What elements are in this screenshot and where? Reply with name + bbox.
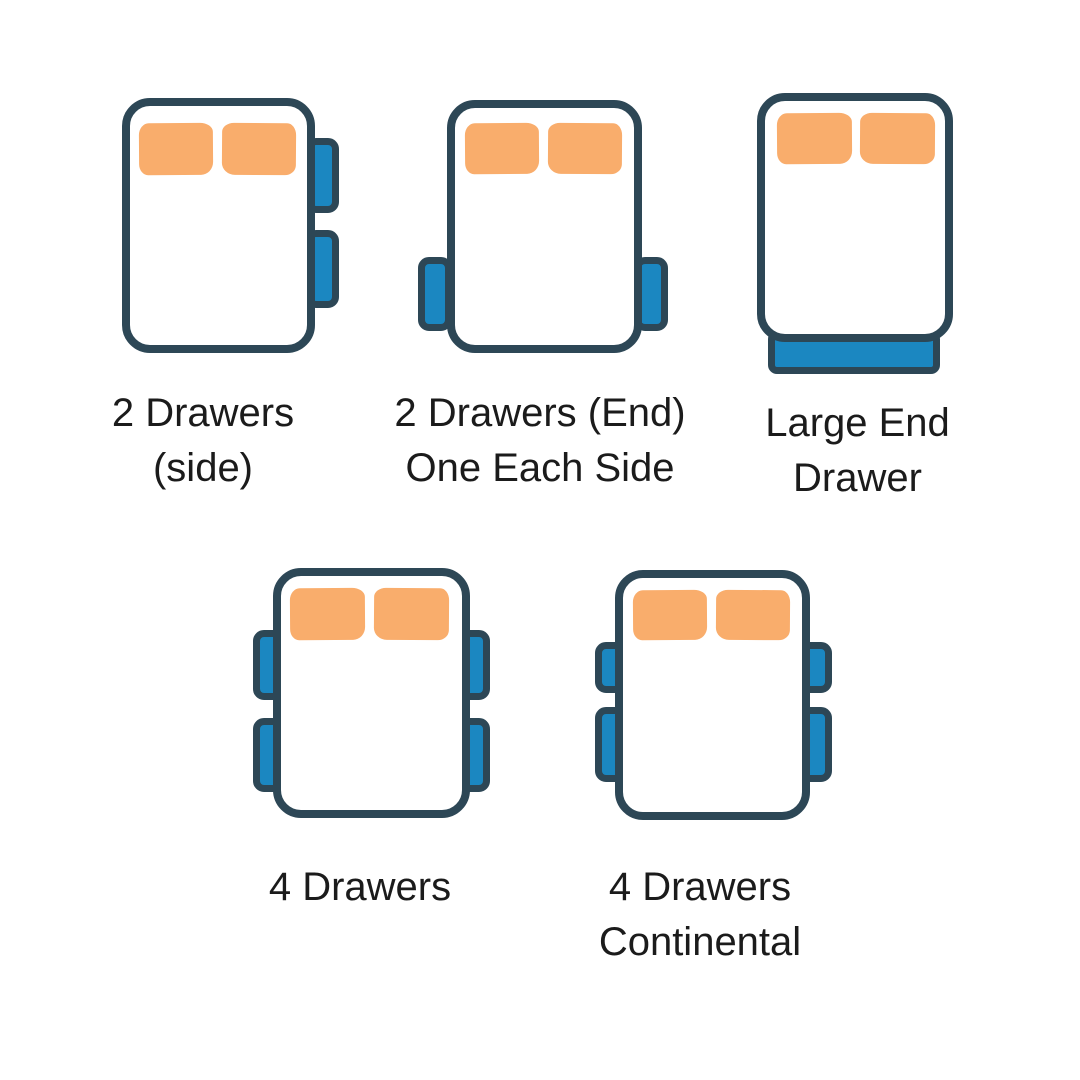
bed-top-view — [615, 570, 810, 820]
label-line: 4 Drawers — [608, 865, 792, 909]
pillow-right — [715, 589, 791, 641]
label-line: Continental — [598, 920, 802, 964]
figure-label: Large End Drawer — [735, 396, 980, 506]
label-line: Drawer — [793, 456, 922, 500]
figure-label: 2 Drawers (End) One Each Side — [380, 386, 700, 496]
pillow-left — [464, 122, 540, 175]
pillow-right — [547, 122, 623, 175]
pillow-left — [138, 122, 214, 176]
figure-label: 4 Drawers Continental — [545, 860, 855, 970]
label-line: (side) — [152, 446, 254, 490]
bed-top-view — [273, 568, 470, 818]
bed-top-view — [447, 100, 642, 353]
pillow-left — [632, 589, 708, 641]
figure-label: 2 Drawers (side) — [58, 386, 348, 496]
label-line: One Each Side — [405, 446, 675, 490]
label-line: 2 Drawers — [111, 391, 295, 435]
pillow-right — [859, 112, 936, 165]
pillow-right — [221, 122, 297, 176]
pillow-right — [373, 587, 450, 641]
bed-top-view — [757, 93, 953, 342]
bed-top-view — [122, 98, 315, 353]
label-line: Large End — [765, 401, 950, 445]
label-line: 4 Drawers — [268, 865, 452, 909]
pillow-left — [776, 112, 853, 165]
pillow-left — [289, 587, 366, 641]
figure-label: 4 Drawers — [215, 860, 505, 915]
label-line: 2 Drawers (End) — [394, 391, 686, 435]
